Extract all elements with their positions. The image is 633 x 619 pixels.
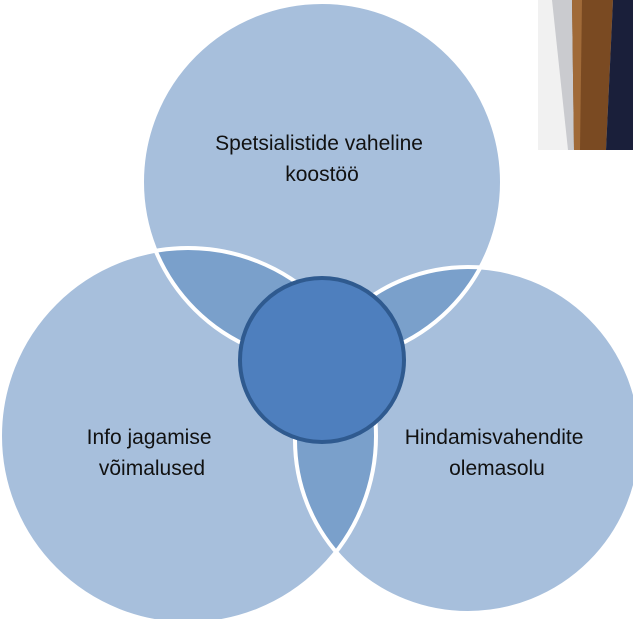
label-right-line-2: olemasolu: [449, 457, 545, 480]
label-right: Hindamisvahendite olemasolu: [405, 426, 589, 480]
outline-left: [0, 246, 378, 619]
label-left-line-1: Info jagamise: [87, 426, 212, 449]
label-top: Spetsialistide vaheline koostöö: [215, 132, 429, 186]
label-right-line-1: Hindamisvahendite: [405, 426, 584, 449]
outline-right: [293, 265, 633, 615]
label-left: Info jagamise võimalused: [87, 426, 218, 480]
center-circle: [238, 276, 406, 444]
label-top-line-2: koostöö: [285, 163, 359, 186]
label-top-line-1: Spetsialistide vaheline: [215, 132, 423, 155]
label-left-line-2: võimalused: [99, 457, 205, 480]
photo-fragment-image: [538, 0, 633, 150]
